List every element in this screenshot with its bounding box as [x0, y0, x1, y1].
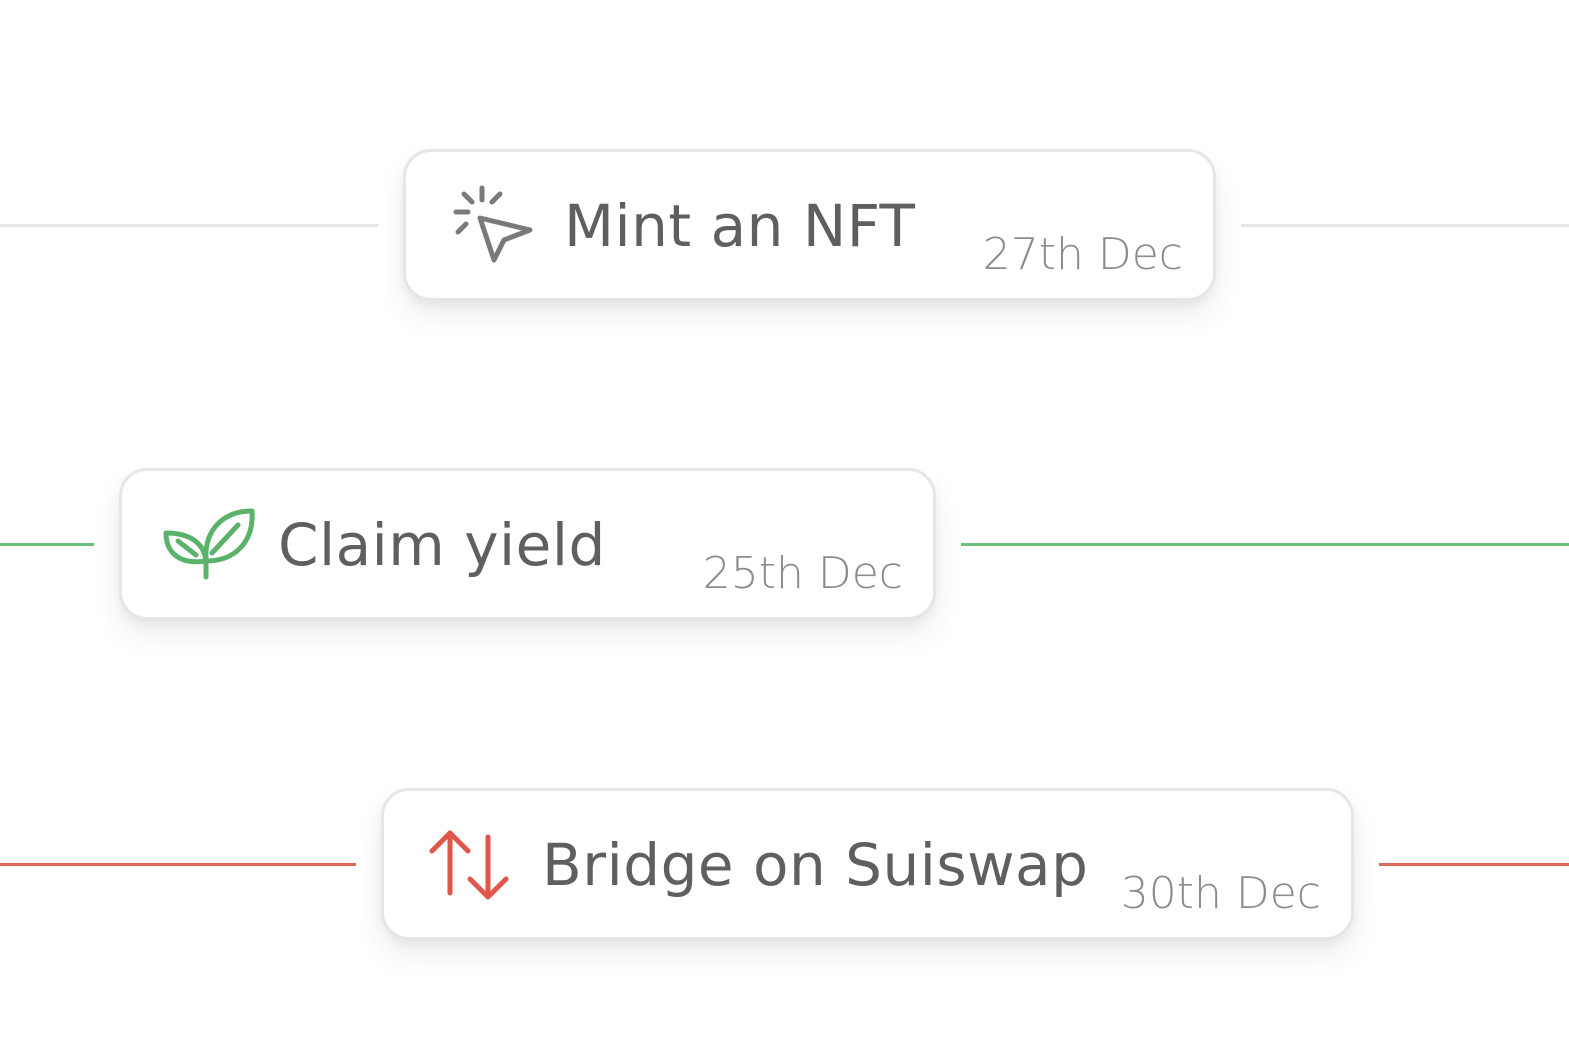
timeline-line-left [0, 224, 378, 227]
sprout-leaf-icon [162, 503, 258, 587]
event-date: 30th Dec [1120, 868, 1321, 919]
event-title: Bridge on Suiswap [542, 831, 1089, 899]
timeline-line-right [1379, 863, 1569, 866]
event-title: Claim yield [278, 511, 606, 579]
click-cursor-icon [446, 184, 542, 268]
swap-arrows-icon [424, 823, 520, 907]
timeline-line-right [1241, 224, 1569, 227]
timeline-line-left [0, 543, 94, 546]
event-title: Mint an NFT [564, 192, 916, 260]
event-card-claim-yield[interactable]: Claim yield 25th Dec [119, 468, 936, 620]
event-date: 25th Dec [702, 548, 903, 599]
event-card-mint-nft[interactable]: Mint an NFT 27th Dec [403, 149, 1216, 301]
timeline-line-left [0, 863, 356, 866]
event-card-bridge-suiswap[interactable]: Bridge on Suiswap 30th Dec [381, 788, 1354, 940]
timeline-line-right [961, 543, 1569, 546]
event-date: 27th Dec [982, 229, 1183, 280]
